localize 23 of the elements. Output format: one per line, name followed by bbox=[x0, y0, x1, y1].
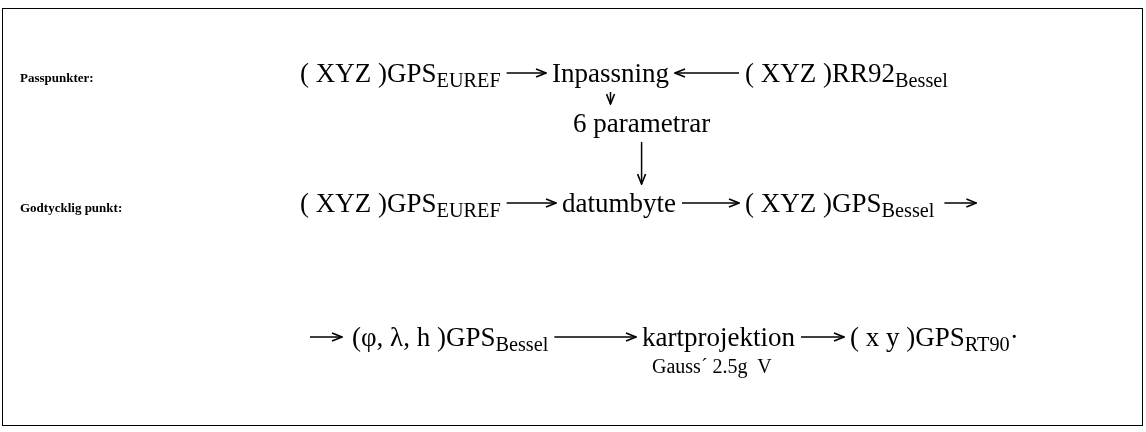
formula-text: (φ, λ, h )GPS$_{Bessel}$ bbox=[352, 321, 549, 354]
row-label: Passpunkter: bbox=[20, 69, 94, 87]
row-label: Godtycklig punkt: bbox=[20, 199, 123, 217]
arrow bbox=[505, 68, 547, 78]
arrow bbox=[800, 332, 845, 342]
formula-text: ( XYZ )GPS$_{EUREF}$ bbox=[300, 57, 501, 90]
formula-text: ( XYZ )GPS$_{EUREF}$ bbox=[300, 187, 501, 220]
arrow bbox=[309, 332, 343, 342]
projection-note: Gauss´ 2.5g V bbox=[652, 354, 772, 378]
formula-text: kartprojektion bbox=[642, 321, 795, 354]
arrow bbox=[681, 198, 740, 208]
arrow bbox=[636, 141, 647, 185]
arrow bbox=[505, 198, 557, 208]
formula-text: ( x y )GPS$_{RT90}$· bbox=[850, 321, 1019, 354]
formula-text: ( XYZ )RR92$_{Bessel}$ bbox=[745, 57, 948, 90]
formula-text: Inpassning bbox=[552, 57, 669, 90]
formula-text: ( XYZ )GPS$_{Bessel}$ bbox=[745, 187, 935, 220]
arrow bbox=[553, 332, 637, 342]
formula-text: datumbyte bbox=[562, 187, 676, 220]
arrow bbox=[943, 198, 978, 208]
formula-text: 6 parametrar bbox=[573, 107, 711, 140]
arrow bbox=[605, 91, 616, 105]
arrow bbox=[674, 68, 740, 78]
